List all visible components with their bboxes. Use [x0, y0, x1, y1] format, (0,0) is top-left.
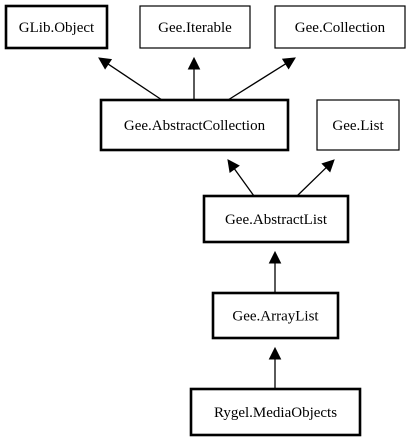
node-gee-array-list[interactable]: Gee.ArrayList [211, 291, 340, 340]
arrowhead-icon [98, 57, 113, 70]
arrow-line [227, 63, 287, 101]
node-label: Rygel.MediaObjects [214, 405, 337, 421]
inheritance-arrow [268, 346, 282, 389]
arrowhead-icon [268, 250, 282, 264]
arrow-line [107, 63, 163, 101]
node-label: Gee.List [332, 118, 384, 134]
arrow-line [296, 167, 327, 197]
arrow-line [233, 168, 255, 197]
node-gee-iterable[interactable]: Gee.Iterable [139, 5, 251, 49]
arrowhead-icon [321, 159, 335, 173]
arrowhead-icon [187, 56, 201, 70]
node-rygel-media-objects[interactable]: Rygel.MediaObjects [189, 387, 362, 437]
node-label: Gee.AbstractCollection [124, 118, 266, 134]
node-label: Gee.Collection [295, 20, 386, 36]
node-gee-abstract-list[interactable]: Gee.AbstractList [202, 194, 350, 244]
node-label: Gee.ArrayList [232, 309, 319, 325]
arrowhead-icon [281, 57, 296, 70]
inheritance-edges [98, 56, 335, 389]
node-glib-object[interactable]: GLib.Object [4, 4, 109, 50]
node-gee-collection[interactable]: Gee.Collection [274, 5, 406, 49]
node-gee-abstract-collection[interactable]: Gee.AbstractCollection [99, 98, 290, 152]
inheritance-arrow [227, 159, 255, 197]
node-label: GLib.Object [19, 20, 95, 36]
inheritance-arrow [98, 57, 163, 101]
arrowhead-icon [268, 346, 282, 360]
node-gee-list[interactable]: Gee.List [316, 99, 400, 151]
node-label: Gee.AbstractList [225, 212, 328, 228]
inheritance-arrow [268, 250, 282, 293]
node-label: Gee.Iterable [158, 20, 232, 36]
inheritance-arrow [296, 159, 335, 197]
inheritance-arrow [187, 56, 201, 100]
arrowhead-icon [227, 159, 240, 174]
inheritance-arrow [227, 57, 296, 101]
